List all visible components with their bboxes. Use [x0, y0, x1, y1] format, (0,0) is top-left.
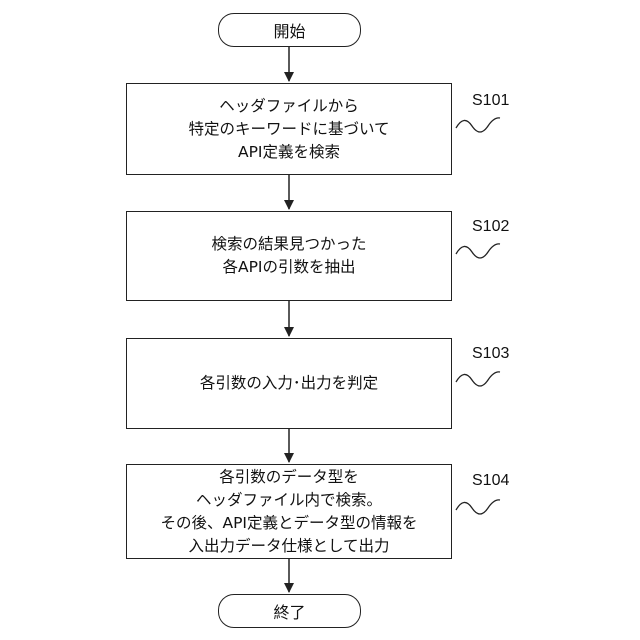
leader-s101	[456, 118, 500, 132]
process-box-s102: 検索の結果見つかった 各APIの引数を抽出	[126, 211, 452, 301]
start-label: 開始	[273, 18, 305, 42]
step-id-s103: S103	[472, 345, 509, 363]
s101-line-2: 特定のキーワードに基づいて	[188, 118, 389, 141]
end-label: 終了	[273, 599, 305, 623]
s101-line-3: API定義を検索	[188, 141, 389, 164]
end-terminal: 終了	[218, 594, 361, 628]
leader-s102	[456, 244, 500, 258]
s104-line-4: 入出力データ仕様として出力	[160, 535, 417, 558]
s104-line-3: その後、API定義とデータ型の情報を	[160, 512, 417, 535]
leader-s104	[456, 500, 500, 514]
s104-line-2: ヘッダファイル内で検索。	[160, 489, 417, 512]
step-id-s102: S102	[472, 218, 509, 236]
process-box-s103: 各引数の入力･出力を判定	[126, 338, 452, 429]
process-box-s101: ヘッダファイルから 特定のキーワードに基づいて API定義を検索	[126, 83, 452, 175]
step-id-s104: S104	[472, 472, 509, 490]
process-box-s104: 各引数のデータ型を ヘッダファイル内で検索。 その後、API定義とデータ型の情報…	[126, 464, 452, 559]
s101-line-1: ヘッダファイルから	[188, 95, 389, 118]
step-id-s101: S101	[472, 92, 509, 110]
s102-line-1: 検索の結果見つかった	[211, 233, 366, 256]
s103-line-1: 各引数の入力･出力を判定	[200, 372, 378, 395]
start-terminal: 開始	[218, 13, 361, 47]
leader-s103	[456, 372, 500, 386]
s102-line-2: 各APIの引数を抽出	[211, 256, 366, 279]
s104-line-1: 各引数のデータ型を	[160, 466, 417, 489]
